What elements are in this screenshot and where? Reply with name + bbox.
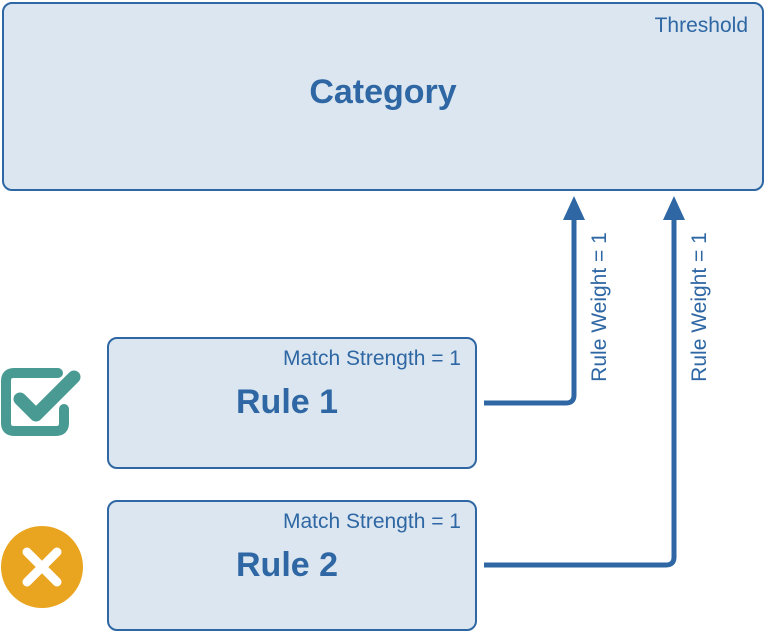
rule-1-connector-line [484,218,577,406]
threshold-label: Threshold [654,14,748,37]
rule-2-title: Rule 2 [236,546,339,584]
rule-1-weight-label: Rule Weight = 1 [588,232,611,382]
rule-1-title: Rule 1 [236,383,339,421]
rule-2-box: Match Strength = 1 Rule 2 [107,500,477,631]
checkbox-checked-icon [1,368,81,436]
category-title: Category [309,73,457,111]
rule-2-arrowhead [663,196,685,220]
rule-2-connector-line [484,218,677,568]
rule-2-match-strength: Match Strength = 1 [282,510,461,533]
rule-1-match-strength: Match Strength = 1 [282,347,461,370]
rule-1-box: Match Strength = 1 Rule 1 [107,337,477,469]
cross-circle-icon [1,526,83,608]
rule-1-arrowhead [563,196,585,220]
category-box: Threshold Category [2,2,764,191]
rule-2-weight-label: Rule Weight = 1 [688,232,711,382]
